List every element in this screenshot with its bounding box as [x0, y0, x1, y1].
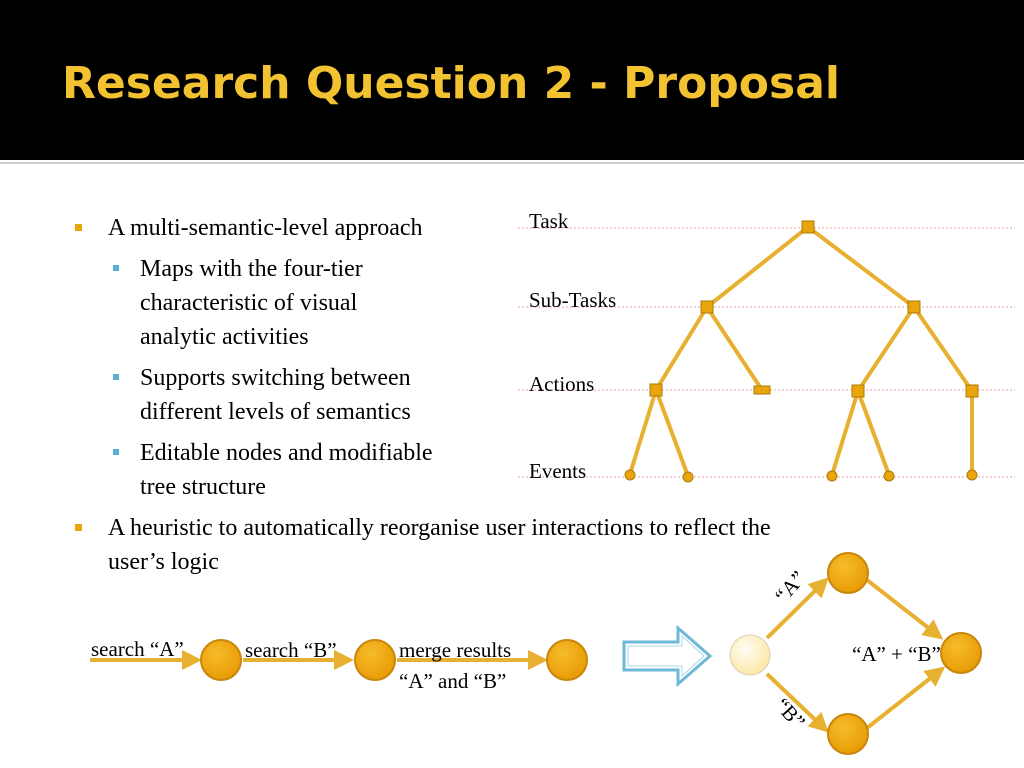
tree-edges: [628, 225, 974, 478]
graph-edge-label-merge: “A” + “B”: [852, 642, 941, 666]
sub-bullet-marker: [113, 374, 119, 380]
tree-node-event: [966, 469, 978, 481]
tree-node-subtask: [700, 300, 714, 314]
sub-bullet-line: Editable nodes and modifiable: [140, 440, 433, 466]
sub-bullet-line: characteristic of visual: [140, 290, 358, 316]
slide-body: A multi-semantic-level approach Maps wit…: [0, 168, 1024, 768]
tree-node-event: [682, 471, 694, 483]
tree-node-subtask: [907, 300, 921, 314]
title-bar: Research Question 2 - Proposal: [0, 0, 1024, 160]
sequence-node: [200, 639, 242, 681]
sub-bullet-editable: Editable nodes and modifiable tree struc…: [113, 436, 433, 504]
semantic-tree: Task Sub-Tasks Actions Events: [518, 209, 1015, 483]
level-label-events: Events: [529, 459, 586, 483]
sub-bullet-switching: Supports switching between different lev…: [113, 361, 411, 429]
bullet-marker: [75, 224, 82, 231]
sequence-label: search “B”: [245, 638, 337, 662]
graph-edge-label-b: “B”: [770, 693, 810, 733]
graph-node-merge: [940, 632, 982, 674]
transform-arrow-icon: [622, 624, 713, 688]
header-divider-line: [0, 162, 1024, 164]
graph-root-node: [729, 634, 771, 676]
bullet-text: A multi-semantic-level approach: [108, 215, 423, 241]
level-label-actions: Actions: [529, 372, 594, 396]
sequence-node: [354, 639, 396, 681]
sub-bullet-line: Supports switching between: [140, 365, 411, 391]
sub-bullet-line: tree structure: [140, 474, 266, 500]
tree-node-event: [826, 470, 838, 482]
graph-edge: [865, 578, 944, 640]
level-label-task: Task: [529, 209, 569, 233]
sequence-label: “A” and “B”: [399, 669, 506, 693]
bullet-heuristic: A heuristic to automatically reorganise …: [75, 511, 771, 579]
transform-arrow-inner: [627, 634, 705, 678]
tree-node-event: [883, 470, 895, 482]
graph-node-a: [827, 552, 869, 594]
level-label-subtasks: Sub-Tasks: [529, 288, 616, 312]
sub-bullet-marker: [113, 265, 119, 271]
tree-node-action: [851, 384, 865, 398]
bullet-multi-semantic: A multi-semantic-level approach: [75, 211, 423, 245]
tree-node-action: [965, 384, 979, 398]
sub-bullet-marker: [113, 449, 119, 455]
sequence-node: [546, 639, 588, 681]
graph-edge: [765, 577, 829, 640]
tree-node-task: [801, 220, 815, 234]
bullet-text: A heuristic to automatically reorganise …: [108, 515, 771, 541]
sub-bullet-four-tier: Maps with the four-tier characteristic o…: [113, 252, 363, 354]
sub-bullet-line: different levels of semantics: [140, 399, 411, 425]
slide-title: Research Question 2 - Proposal: [62, 58, 840, 109]
graph-node-b: [827, 713, 869, 755]
interaction-sequence: search “A” search “B” merge results “A” …: [90, 637, 588, 693]
sequence-label: merge results: [399, 638, 511, 662]
tree-node-action: [753, 385, 771, 395]
tree-node-action: [649, 383, 663, 397]
header-divider: [0, 160, 1024, 168]
bullet-marker: [75, 524, 82, 531]
graph-edge: [865, 666, 946, 730]
reorganised-graph: “A” “B” “A” + “B”: [729, 552, 982, 755]
sub-bullet-line: Maps with the four-tier: [140, 256, 363, 282]
bullet-text: user’s logic: [108, 549, 219, 575]
tree-nodes: [624, 220, 979, 483]
tree-node-event: [624, 469, 636, 481]
sequence-label: search “A”: [91, 637, 184, 661]
graph-edge: [765, 672, 829, 733]
sub-bullet-line: analytic activities: [140, 324, 309, 350]
